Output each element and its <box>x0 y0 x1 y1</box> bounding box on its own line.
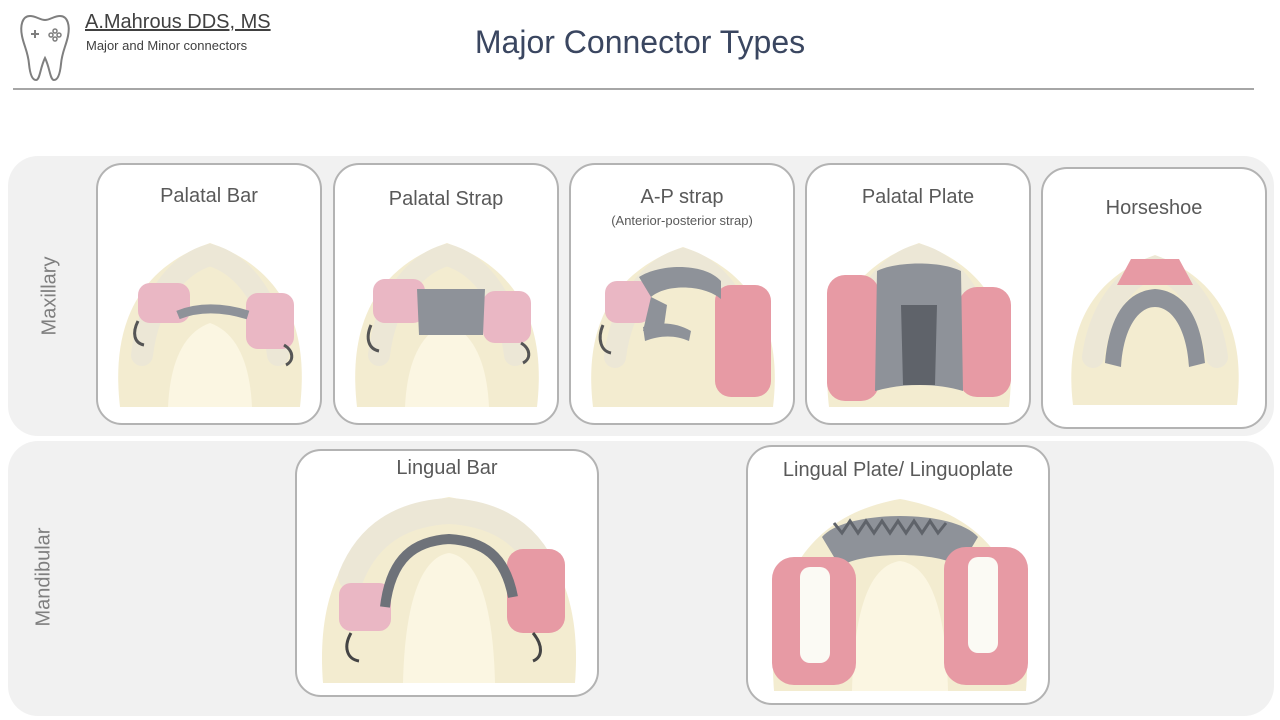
mandibular-label: Mandibular <box>32 527 55 627</box>
mandibular-row <box>8 441 1274 716</box>
horseshoe-illustration <box>1071 255 1239 405</box>
author-name: A.Mahrous DDS, MS <box>85 11 271 33</box>
maxillary-label: Maxillary <box>38 256 61 336</box>
palatal-strap-card: Palatal Strap <box>333 163 559 425</box>
lingual-plate-label: Lingual Plate/ Linguoplate <box>782 459 1014 481</box>
header-divider <box>13 88 1254 90</box>
palatal-plate-card: Palatal Plate <box>805 163 1031 425</box>
lingual-bar-card: Lingual Bar <box>295 449 599 697</box>
ap-strap-label: A-P strap <box>640 186 724 208</box>
palatal-strap-label: Palatal Strap <box>388 188 504 210</box>
horseshoe-card: Horseshoe <box>1041 167 1267 429</box>
lingual-bar-illustration <box>321 497 577 683</box>
horseshoe-label: Horseshoe <box>1105 197 1203 219</box>
palatal-plate-illustration <box>827 243 1011 407</box>
lingual-plate-illustration <box>772 499 1028 691</box>
lingual-bar-label: Lingual Bar <box>396 457 498 479</box>
lingual-plate-card: Lingual Plate/ Linguoplate <box>746 445 1050 705</box>
lecture-subtitle: Major and Minor connectors <box>86 38 248 53</box>
palatal-strap-illustration <box>355 243 539 407</box>
page-title: Major Connector Types <box>474 24 806 60</box>
ap-strap-card: A-P strap (Anterior-posterior strap) <box>569 163 795 425</box>
tooth-gamepad-icon <box>20 14 70 82</box>
palatal-bar-card: Palatal Bar <box>96 163 322 425</box>
palatal-bar-illustration <box>118 243 302 407</box>
ap-strap-illustration <box>591 247 775 407</box>
palatal-plate-label: Palatal Plate <box>861 186 975 208</box>
ap-strap-note: (Anterior-posterior strap) <box>611 213 753 228</box>
palatal-bar-label: Palatal Bar <box>160 185 258 207</box>
